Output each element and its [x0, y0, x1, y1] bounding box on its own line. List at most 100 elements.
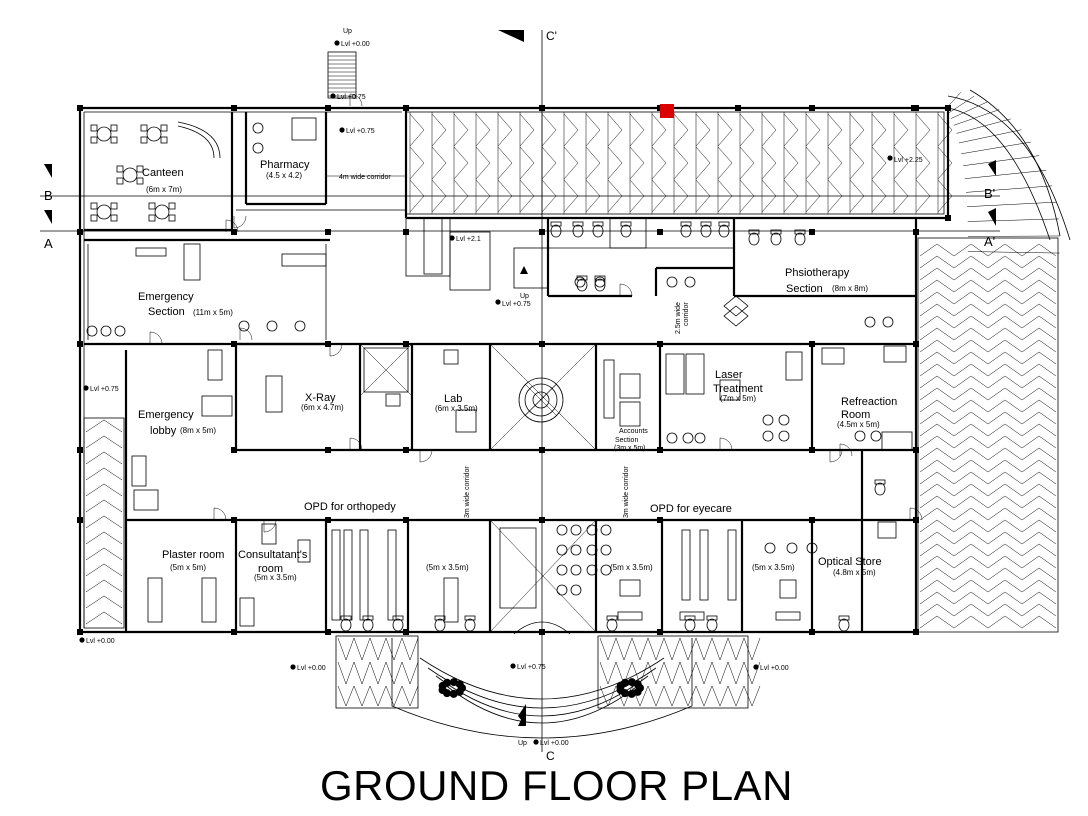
ramp-chevron [849, 113, 865, 147]
hatch-chevron [919, 411, 955, 425]
column [403, 447, 409, 453]
room-size-canteen: (6m x 7m) [146, 185, 182, 194]
hatch-chevron [953, 507, 989, 521]
chair-icon [600, 544, 612, 556]
desk-icon [821, 347, 845, 365]
ramp-ray [966, 185, 1052, 193]
hatch-chevron [1021, 471, 1057, 485]
column [911, 105, 917, 111]
ramp-chevron [717, 146, 733, 180]
ramp-chevron [739, 179, 755, 213]
hatch-chevron [953, 279, 989, 293]
hatch-chevron [919, 399, 955, 413]
room-name-x-ray: X-Ray [305, 392, 336, 404]
ramp-chevron [827, 179, 843, 213]
hatch-chevron [919, 243, 955, 257]
toilet-icon [594, 275, 606, 281]
room-name-physio-line1: Phsiotherapy [785, 267, 850, 279]
desk-icon [619, 373, 641, 399]
hatch-chevron [401, 661, 419, 685]
level-marker-icon [495, 299, 501, 305]
room-name-physio-line2: Section [786, 283, 823, 295]
planter-icon [723, 295, 749, 317]
desk-icon [201, 395, 233, 417]
door-swing [263, 519, 277, 533]
chair-icon [168, 202, 176, 210]
ramp-chevron [783, 179, 799, 213]
chair-icon [136, 165, 144, 173]
hatch-chevron [987, 471, 1023, 485]
toilet-icon [576, 278, 588, 292]
hatch-chevron [987, 339, 1023, 353]
hatch-chevron [987, 399, 1023, 413]
ramp-chevron [629, 179, 645, 213]
chair-icon [882, 316, 894, 328]
ramp-chevron [519, 113, 535, 147]
room-name-plaster: Plaster room [162, 549, 224, 561]
chair-icon [168, 214, 176, 222]
hatch-chevron [85, 563, 123, 577]
level-left-side: Lvl +0.75 [90, 386, 119, 393]
room-name-emergency-lobby-line1: Emergency [138, 409, 194, 421]
column [77, 629, 83, 635]
room-name-consultant-line2: room [258, 563, 283, 575]
hatch-chevron [919, 579, 955, 593]
toilet-icon [606, 615, 618, 621]
hatch-chevron [743, 661, 761, 685]
column [913, 229, 919, 235]
desk-icon [877, 521, 897, 539]
hatch-chevron [987, 531, 1023, 545]
hatch-chevron [987, 327, 1023, 341]
desk-icon [261, 523, 277, 545]
hatch-chevron [369, 661, 387, 685]
hatch-chevron [919, 507, 955, 521]
zone-opd-ortho: OPD for orthopedy [304, 501, 396, 513]
ramp-chevron [893, 179, 909, 213]
chair-icon [148, 214, 156, 222]
hatch-chevron [919, 279, 955, 293]
chair-icon [594, 276, 606, 288]
door-swing [839, 443, 853, 457]
interior-walls [84, 112, 916, 633]
ramp-chevron [453, 179, 469, 213]
hatch-chevron [369, 637, 387, 661]
level-bottom-center: Lvl +0.75 [517, 664, 546, 671]
chair-icon [114, 325, 126, 337]
door-swings [149, 93, 923, 533]
hatch-chevron [987, 567, 1023, 581]
hatch-chevron [679, 637, 697, 661]
hatch-chevron [919, 483, 955, 497]
desk-icon [719, 379, 741, 401]
hatch-chevron [953, 483, 989, 497]
column [913, 447, 919, 453]
column [913, 629, 919, 635]
ramp-ray [950, 101, 988, 119]
room-size-consultant: (5m x 3.5m) [254, 573, 297, 582]
corridor-physio-label-line2: corridor [683, 302, 690, 326]
hatch-chevron [987, 363, 1023, 377]
hatch-chevron [919, 363, 955, 377]
hatch-chevron [1021, 483, 1057, 497]
ramp-chevron [475, 146, 491, 180]
chair-icon [684, 276, 696, 288]
table-icon [154, 204, 170, 220]
hatch-chevron [919, 495, 955, 509]
hatch-chevron [953, 267, 989, 281]
chair-icon [556, 584, 568, 596]
level-inner-stair: Lvl +2.1 [456, 236, 481, 243]
hatch-chevron [919, 423, 955, 437]
column [231, 517, 237, 523]
ramp-chevron [519, 146, 535, 180]
hatch-chevron [663, 637, 681, 661]
hatch-chevron [919, 339, 955, 353]
section-label-c-top: C' [546, 29, 557, 43]
toilet-icon [794, 229, 806, 235]
ramp-chevron [431, 146, 447, 180]
hatch-chevron [85, 451, 123, 465]
column [403, 517, 409, 523]
corridor-physio-label-line1: 2.5m wide [675, 302, 682, 334]
hatch-chevron [987, 255, 1023, 269]
column [77, 341, 83, 347]
hatch-chevron [953, 303, 989, 317]
hatch-chevron [1021, 291, 1057, 305]
